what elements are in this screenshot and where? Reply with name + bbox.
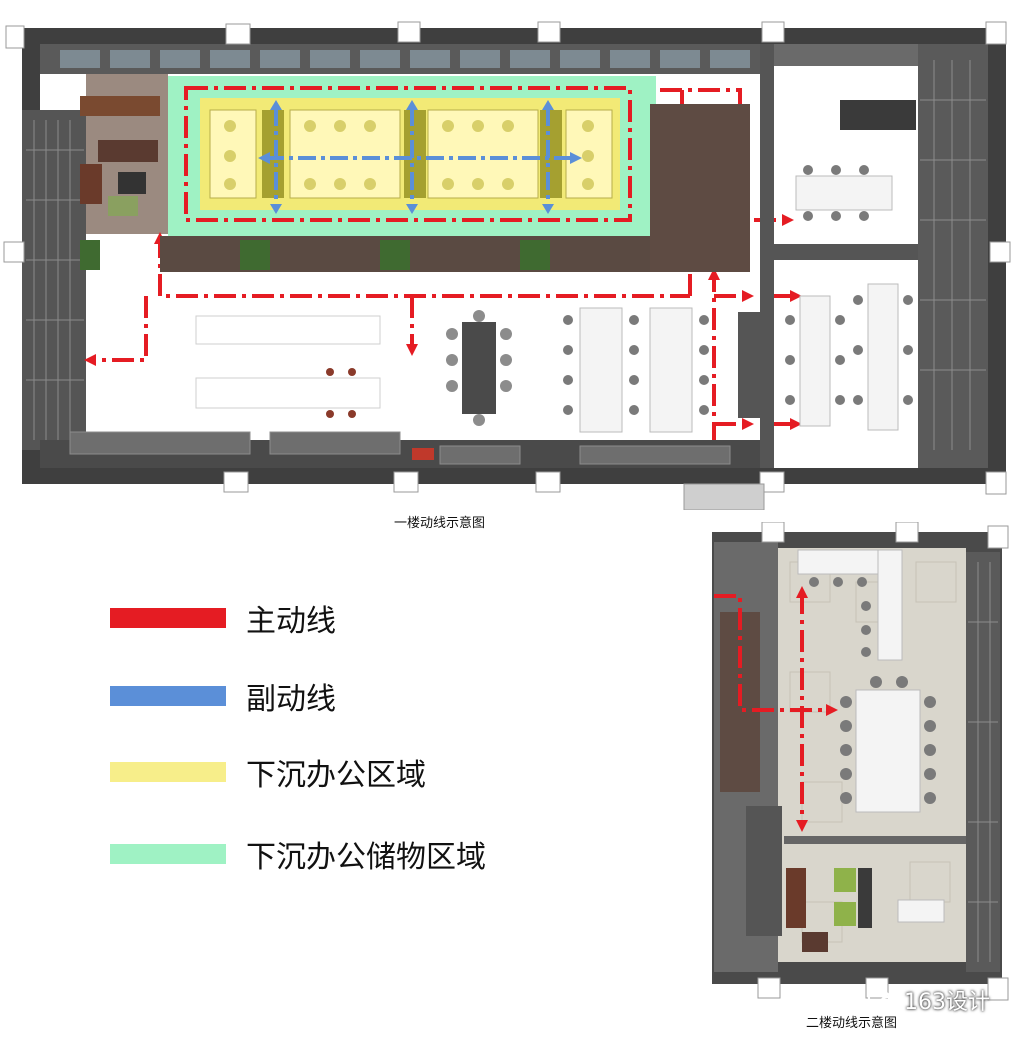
open-desks	[579, 307, 693, 433]
legend-sunken-storage: 下沉办公储物区域	[110, 834, 486, 875]
meeting-table	[462, 322, 496, 414]
sunken-separators	[262, 110, 562, 198]
open-desk-chairs	[563, 315, 709, 415]
floor2-panel-bottom	[746, 806, 782, 936]
floor2-right-window-wall	[966, 552, 1000, 972]
lounge-shelf	[80, 96, 160, 116]
bar-stools	[326, 368, 356, 418]
legend-swatch-secondary-route	[110, 686, 226, 706]
legend-sunken-office: 下沉办公区域	[110, 752, 426, 793]
lounge-armchair	[108, 196, 138, 216]
left-window-grid	[26, 120, 84, 440]
meeting-chairs	[446, 310, 512, 426]
lounge-chair	[80, 164, 102, 204]
columns	[3, 21, 1011, 510]
lounge-sofa	[98, 140, 158, 162]
paneled-wall	[650, 104, 750, 272]
floor2-lounge-desk	[897, 899, 945, 923]
top-windows	[60, 50, 750, 68]
legend-label-main-route: 主动线	[246, 604, 336, 639]
right-wing-desks	[795, 175, 899, 431]
floor2-conference-table	[855, 689, 921, 813]
floor2-lounge-chair-1	[834, 868, 856, 892]
legend-secondary-route: 副动线	[110, 676, 336, 717]
kitchen-counter	[840, 100, 916, 130]
watermark: 163设计	[868, 984, 990, 1016]
floor2-right-window-grid	[968, 562, 998, 962]
floor2-plan	[712, 522, 1009, 1001]
main-route-floor2-arrows	[796, 586, 838, 832]
red-cabinet	[412, 448, 434, 460]
floor2-lounge-table	[858, 868, 872, 928]
secondary-route-floor1	[266, 108, 574, 206]
floor2-conference-chairs	[840, 676, 936, 804]
bottom-windows	[69, 431, 731, 465]
right-wing-midwall	[774, 244, 918, 260]
floor2-desk-side	[877, 549, 903, 661]
floor2-desk-chairs	[809, 577, 871, 657]
legend-label-sunken-office: 下沉办公区域	[246, 758, 426, 793]
floor1-caption: 一楼动线示意图	[394, 516, 486, 531]
floor2-lounge-armchair	[802, 932, 828, 952]
planters	[80, 240, 550, 270]
legend-main-route: 主动线	[110, 598, 336, 639]
right-window-wall	[918, 44, 988, 468]
legend-label-secondary-route: 副动线	[246, 682, 336, 717]
wechat-bubble-icon	[868, 989, 897, 1010]
right-wing-top-wall	[774, 44, 918, 66]
right-wing-screen	[738, 312, 772, 418]
sunken-chairs	[224, 120, 594, 190]
floor2-caption: 二楼动线示意图	[806, 1016, 898, 1031]
main-route-floor2	[714, 592, 830, 822]
legend-swatch-sunken-storage	[110, 844, 226, 864]
legend-swatch-main-route	[110, 608, 226, 628]
right-window-grid	[920, 60, 986, 450]
long-tables	[195, 315, 381, 409]
lounge-table	[118, 172, 146, 194]
floor2-lounge-sofa	[786, 868, 806, 928]
floor2-divider	[784, 836, 966, 844]
watermark-text: 163设计	[904, 990, 990, 1015]
floor1-plan	[3, 21, 1011, 510]
right-wing-chairs	[785, 165, 913, 405]
floor2-lounge-chair-2	[834, 902, 856, 926]
floor2-columns	[757, 522, 1009, 1001]
left-window-wall	[22, 110, 86, 450]
legend-swatch-sunken-office	[110, 762, 226, 782]
secondary-route-arrows	[258, 100, 582, 214]
legend-label-sunken-storage: 下沉办公储物区域	[246, 840, 486, 875]
